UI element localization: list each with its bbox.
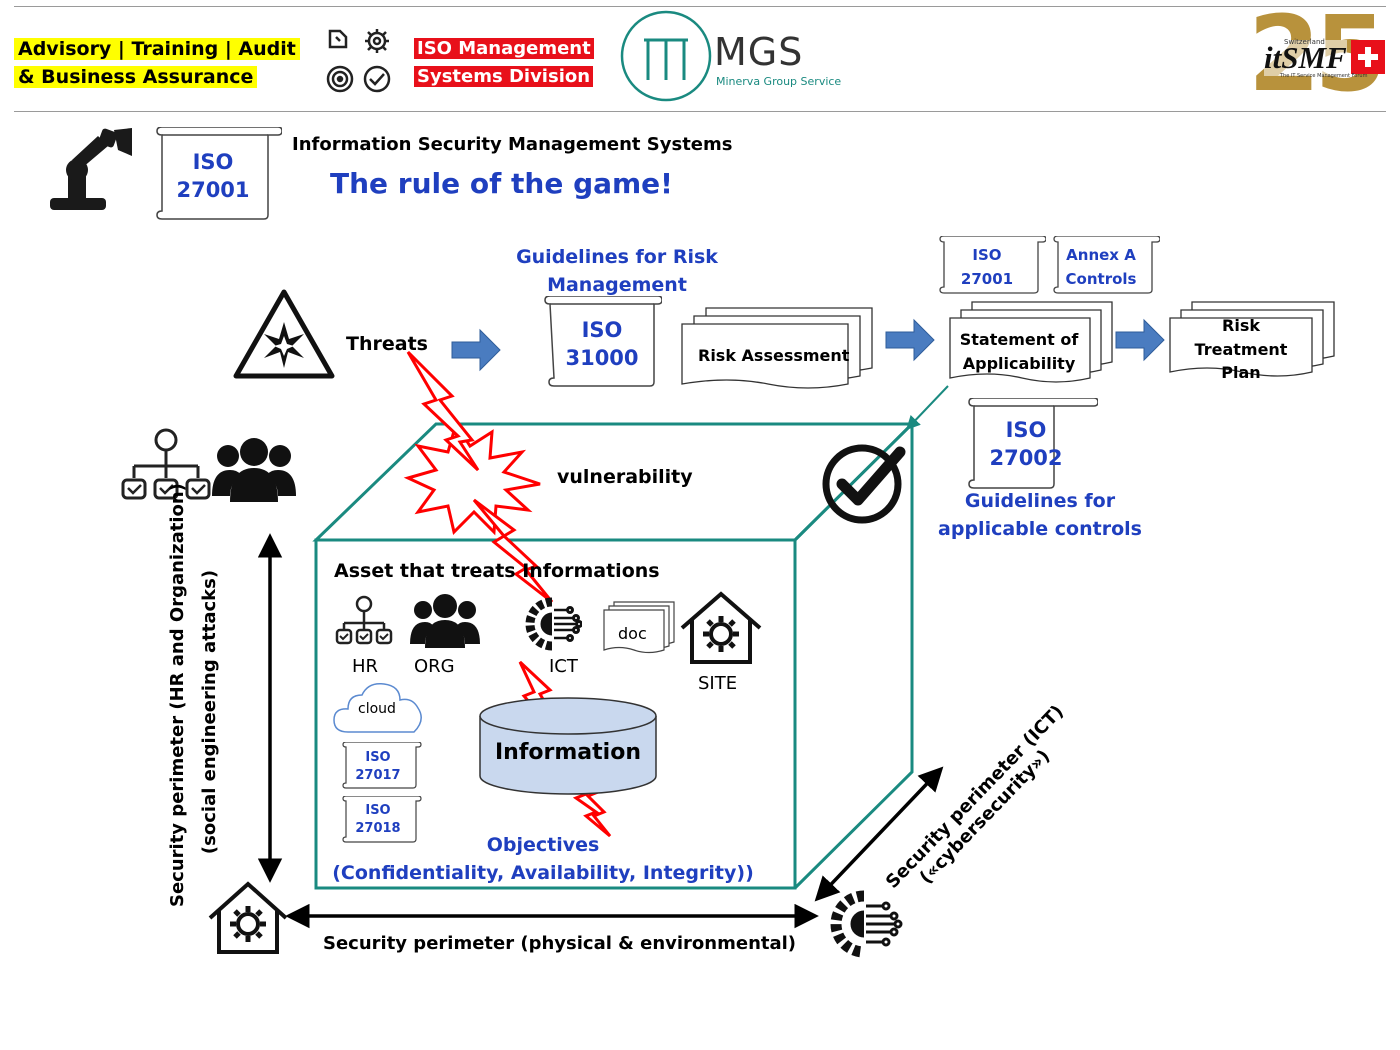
swiss-cross-badge [1351, 40, 1385, 74]
statement-of-applicability-docs [949, 301, 1113, 383]
mgs-logo [620, 10, 712, 102]
ict-label: ICT [549, 656, 578, 677]
doc-stack-icon [603, 601, 675, 654]
iso27001-title-scroll [156, 127, 282, 220]
lightning-bolt-threat [406, 350, 480, 472]
doc-label: doc [618, 624, 647, 643]
threat-warning-icon [233, 289, 335, 379]
cloud-icon [333, 682, 422, 733]
objectives-line-2: (Confidentiality, Availability, Integrit… [332, 862, 754, 884]
flow-arrow-2 [885, 318, 935, 362]
mgs-name: MGS [714, 30, 804, 74]
mgs-tagline: Minerva Group Service [716, 75, 842, 88]
header-top-rule [14, 6, 1386, 7]
rtp-line-1: Risk [1222, 316, 1260, 335]
page-subtitle: Information Security Management Systems [292, 134, 733, 155]
hr-label: HR [352, 656, 379, 677]
iso27001-small-line-2: 27001 [960, 270, 1014, 288]
annex-a-line-1: Annex A [1066, 246, 1136, 264]
ict-chip-gear-icon-large [830, 890, 903, 958]
iso27017-scroll [342, 742, 422, 789]
lightning-bolt-cube [472, 498, 554, 604]
flow-arrow-3 [1115, 318, 1165, 362]
rtp-line-2: Treatment [1194, 340, 1288, 359]
risk-assessment-label: Risk Assessment [698, 346, 850, 365]
risk-assessment-docs [681, 307, 873, 389]
services-line-2: & Business Assurance [14, 66, 258, 88]
hr-org-chart-icon [335, 595, 393, 645]
information-label: Information [495, 740, 641, 765]
header-bottom-rule [14, 111, 1386, 112]
iso27001-small-line-1: ISO [972, 246, 1002, 264]
site-house-gear-icon [680, 591, 762, 664]
iso27018-line-2: 27018 [355, 821, 401, 836]
division-line-1: ISO Management [414, 38, 594, 59]
soa-line-2: Applicability [962, 354, 1076, 373]
controls-guidelines-line-2: applicable controls [938, 518, 1142, 540]
controls-guidelines-line-1: Guidelines for [964, 490, 1116, 512]
soa-to-cube-arrow [906, 385, 949, 431]
soa-line-1: Statement of [959, 330, 1079, 349]
iso31000-line-2: 31000 [565, 346, 639, 370]
itsmf-country: Switzerland [1284, 38, 1325, 46]
hr-org-chart-icon-large [121, 428, 211, 500]
iso27001-title-line-2: 27001 [176, 178, 250, 202]
iso27001-title-line-1: ISO [192, 150, 234, 174]
itsmf-name: itSMF [1264, 40, 1347, 76]
itsmf-forum: The IT Service Management Forum [1280, 73, 1368, 79]
iso27001-small-scroll [939, 236, 1046, 294]
iso27002-line-2: 27002 [989, 446, 1063, 470]
annex-a-line-2: Controls [1065, 270, 1137, 288]
page-title: The rule of the game! [330, 167, 673, 200]
annex-a-scroll [1053, 236, 1160, 294]
people-group-icon-large [212, 438, 296, 502]
physical-site-icon [208, 881, 288, 954]
risk-guidelines-line-2: Management [547, 274, 687, 296]
asset-title: Asset that treats Informations [334, 560, 660, 582]
management-icon [326, 29, 391, 93]
services-tagline: Advisory | Training | Audit & Business A… [14, 35, 300, 91]
rtp-line-3: Plan [1221, 363, 1261, 382]
flow-arrows [451, 318, 1165, 372]
iso31000-line-1: ISO [581, 318, 623, 342]
lightning-bolt-info [570, 768, 612, 838]
risk-guidelines-line-1: Guidelines for Risk [516, 246, 718, 268]
iso31000-scroll [544, 296, 662, 387]
division-badge: ISO Management Systems Division [414, 35, 594, 91]
org-label: ORG [414, 656, 455, 677]
iso27017-line-2: 27017 [355, 768, 401, 783]
ict-chip-gear-icon [525, 597, 582, 651]
hr-perimeter-label-1: Security perimeter (HR and Organization) [167, 483, 188, 907]
robot-arm-icon [50, 128, 132, 210]
ict-perimeter-arrow [814, 766, 944, 902]
checkmark-circle-icon [822, 444, 906, 524]
information-database [479, 697, 657, 795]
threats-label: Threats [346, 333, 428, 355]
flow-arrow-1 [451, 328, 501, 372]
cloud-label: cloud [358, 701, 396, 717]
iso27018-line-1: ISO [365, 803, 391, 818]
vulnerability-burst [403, 420, 541, 536]
iso27017-line-1: ISO [365, 750, 391, 765]
vulnerability-label: vulnerability [557, 466, 693, 488]
risk-treatment-plan-docs [1169, 301, 1335, 377]
services-line-1: Advisory | Training | Audit [14, 38, 300, 60]
hr-perimeter-label-2: (social engineering attacks) [199, 569, 220, 855]
objectives-line-1: Objectives [486, 834, 600, 856]
site-label: SITE [698, 673, 738, 694]
physical-perimeter-label: Security perimeter (physical & environme… [323, 933, 797, 954]
org-people-icon [410, 594, 480, 648]
division-line-2: Systems Division [414, 66, 594, 87]
iso27002-line-1: ISO [1005, 418, 1047, 442]
iso27002-scroll [968, 398, 1098, 489]
iso27018-scroll [342, 796, 422, 843]
